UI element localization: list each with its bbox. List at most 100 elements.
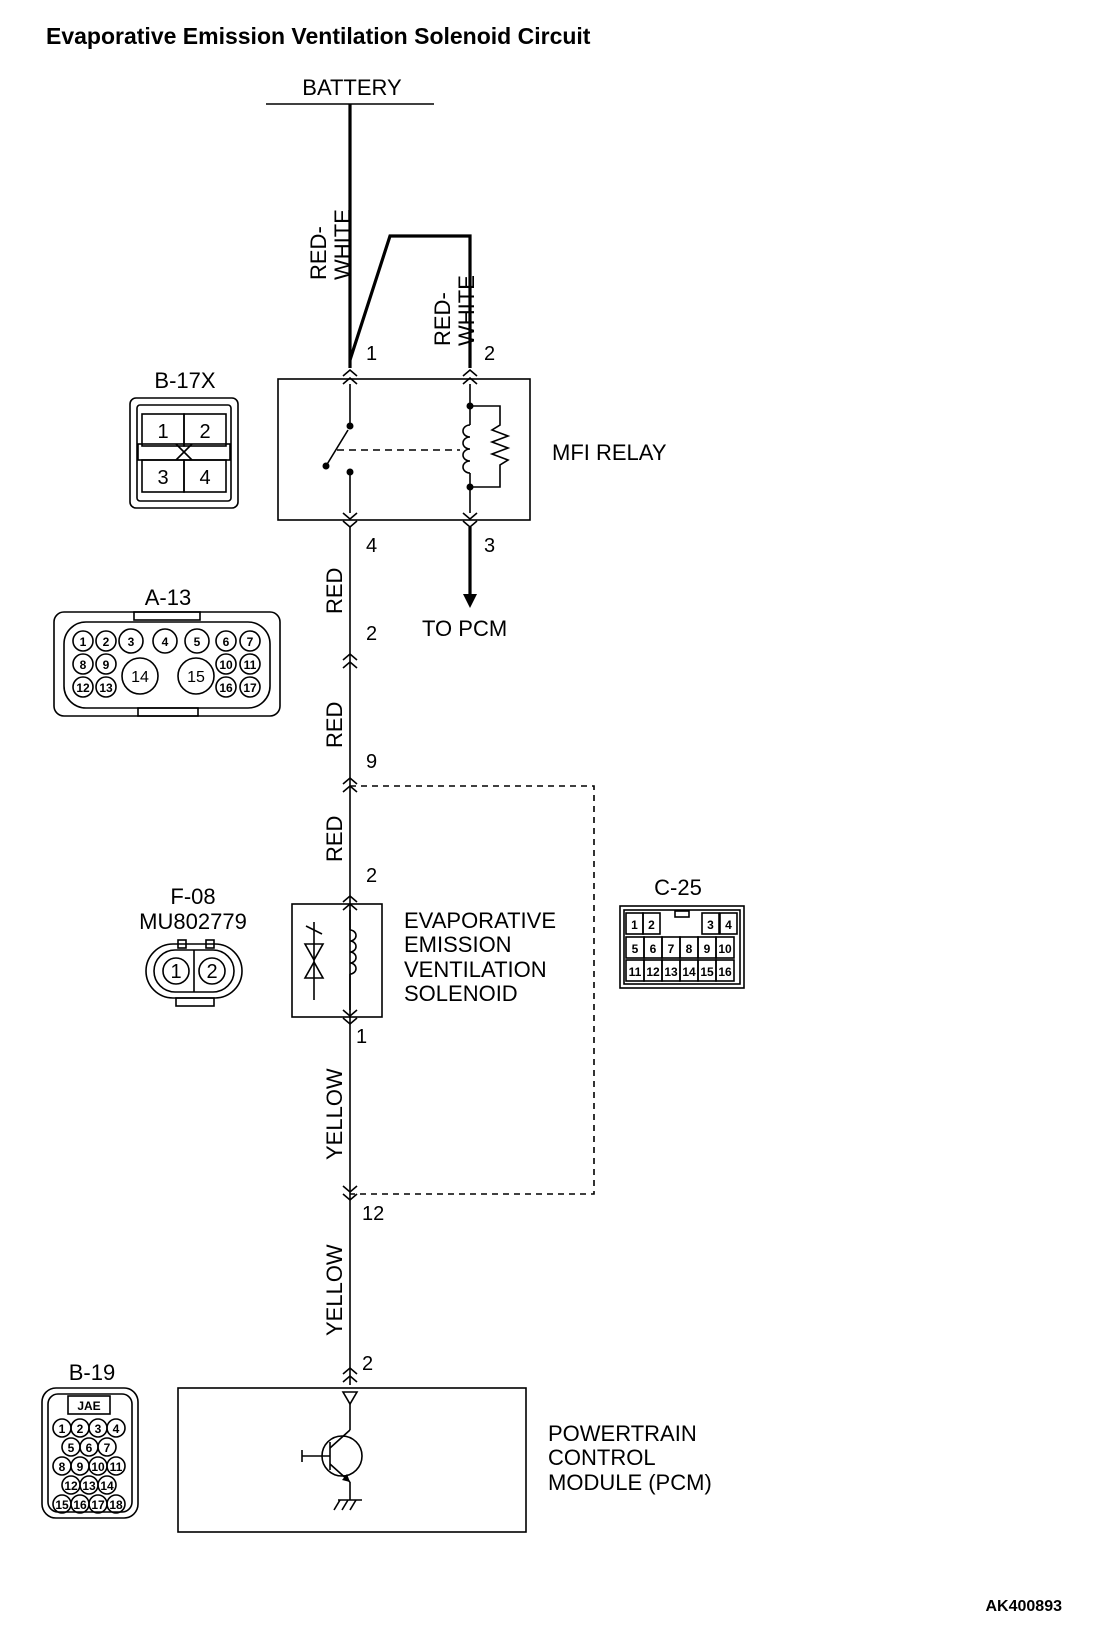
- connector-f08-id: F-08: [170, 884, 215, 909]
- a13-pin: 14: [131, 669, 149, 686]
- b19-pin: 4: [113, 1422, 120, 1436]
- a13-pin: 8: [80, 658, 87, 672]
- c25-pin: 8: [686, 942, 693, 956]
- c25-pin: 16: [718, 965, 732, 979]
- b19-pin: 18: [109, 1498, 123, 1512]
- a13-pin-shape: [239, 630, 261, 652]
- relay-pin-1: 1: [366, 343, 377, 365]
- c25-pin: 11: [629, 965, 642, 979]
- a13-pin: 2: [103, 635, 110, 649]
- solenoid-pin-bottom: 1: [356, 1026, 367, 1048]
- connector-b19-key: JAE: [77, 1399, 100, 1413]
- junction-a13-pin: 2: [366, 623, 377, 645]
- evap-solenoid: [291, 894, 383, 1026]
- a13-pin: 5: [194, 635, 201, 649]
- connector-b19-id: B-19: [69, 1360, 115, 1385]
- b19-pin-shape: [97, 1437, 117, 1457]
- junction-c25-in: 9: [366, 751, 377, 773]
- a13-pin-shape: [152, 628, 178, 654]
- connector-f08-part: MU802779: [139, 909, 247, 934]
- c25-harness-outline: [350, 785, 595, 1195]
- a13-pin: 16: [219, 681, 233, 695]
- b19-pin: 14: [100, 1479, 114, 1493]
- c25-pin-cell: [715, 959, 735, 982]
- b19-pin: 6: [86, 1441, 93, 1455]
- b19-pin-shape: [106, 1418, 126, 1438]
- b19-pin: 15: [55, 1498, 69, 1512]
- b17x-pin: 2: [199, 421, 210, 443]
- b19-pin: 8: [59, 1460, 66, 1474]
- f08-pin: 2: [206, 961, 217, 983]
- b19-pin: 12: [64, 1479, 78, 1493]
- connector-a13-id: A-13: [145, 585, 191, 610]
- connector-c25-id: C-25: [654, 875, 702, 900]
- a13-pin: 6: [223, 635, 230, 649]
- a13-pin: 13: [99, 681, 113, 695]
- relay-pin-2: 2: [484, 343, 495, 365]
- a13-pin-shape: [72, 630, 94, 652]
- c25-pin-cell: [715, 936, 735, 959]
- pcm-label: POWERTRAIN CONTROL MODULE (PCM): [548, 1421, 712, 1495]
- a13-pin-shape: [121, 657, 159, 695]
- b19-pin: 17: [91, 1498, 105, 1512]
- connector-f08: F-08 MU802779 1 2: [139, 884, 247, 1007]
- b19-pin: 3: [95, 1422, 102, 1436]
- mfi-relay-label: MFI RELAY: [552, 440, 667, 465]
- b19-pin: 1: [59, 1422, 66, 1436]
- a13-pin-shape: [72, 653, 94, 675]
- wire-color-red-white-b: RED- WHITE: [430, 275, 479, 346]
- a13-pin: 1: [80, 635, 87, 649]
- c25-pin: 7: [668, 942, 675, 956]
- b17x-pin: 3: [157, 467, 168, 489]
- c25-pin-cell: [642, 912, 661, 935]
- b19-pin: 5: [68, 1441, 75, 1455]
- b17x-pin: 1: [157, 421, 168, 443]
- wire-color-red-1: RED: [322, 568, 347, 614]
- c25-pin: 6: [650, 942, 657, 956]
- b19-pin: 9: [77, 1460, 84, 1474]
- a13-pin-shape: [184, 628, 210, 654]
- wire-relay-coil-feed: [348, 234, 472, 368]
- a13-pin-shape: [118, 628, 144, 654]
- a13-pin-shape: [72, 676, 94, 698]
- connector-a13: A-13: [53, 585, 281, 717]
- junction-c25-out: 12: [362, 1203, 384, 1225]
- b19-pin: 7: [104, 1441, 111, 1455]
- c25-pin: 12: [646, 965, 660, 979]
- a13-pin-shape: [239, 676, 261, 698]
- connector-b17x-id: B-17X: [154, 368, 215, 393]
- relay-pin-3: 3: [484, 535, 495, 557]
- wire-color-yellow-1: YELLOW: [322, 1068, 347, 1160]
- c25-pin: 3: [707, 918, 714, 932]
- a13-pin: 17: [243, 681, 257, 695]
- a13-pin: 12: [76, 681, 90, 695]
- pcm-module: [177, 1387, 527, 1533]
- c25-pin: 9: [704, 942, 711, 956]
- pcm-pin: 2: [362, 1353, 373, 1375]
- a13-pin-shape: [239, 653, 261, 675]
- a13-pin: 9: [103, 658, 110, 672]
- b19-pin-shape: [106, 1494, 126, 1514]
- c25-pin: 10: [718, 942, 732, 956]
- c25-pin-cell: [701, 912, 720, 935]
- c25-pin: 14: [682, 965, 696, 979]
- a13-pin-shape: [95, 653, 117, 675]
- a13-pin-shape: [95, 676, 117, 698]
- solenoid-pin-top: 2: [366, 865, 377, 887]
- evap-solenoid-label: EVAPORATIVE EMISSION VENTILATION SOLENOI…: [404, 908, 562, 1006]
- a13-pin: 15: [187, 669, 205, 686]
- c25-pin-cell: [719, 912, 738, 935]
- document-code: AK400893: [986, 1598, 1063, 1615]
- connector-b17x: B-17X 1 2 3 4: [129, 368, 239, 509]
- b19-pin: 2: [77, 1422, 84, 1436]
- wire-color-red-white-a: RED- WHITE: [306, 209, 355, 280]
- a13-pin: 3: [128, 635, 135, 649]
- connector-c25: C-25: [619, 875, 745, 989]
- b19-pin: 16: [73, 1498, 87, 1512]
- mfi-relay: [277, 368, 531, 529]
- a13-pin: 11: [244, 658, 257, 672]
- a13-pin-shape: [95, 630, 117, 652]
